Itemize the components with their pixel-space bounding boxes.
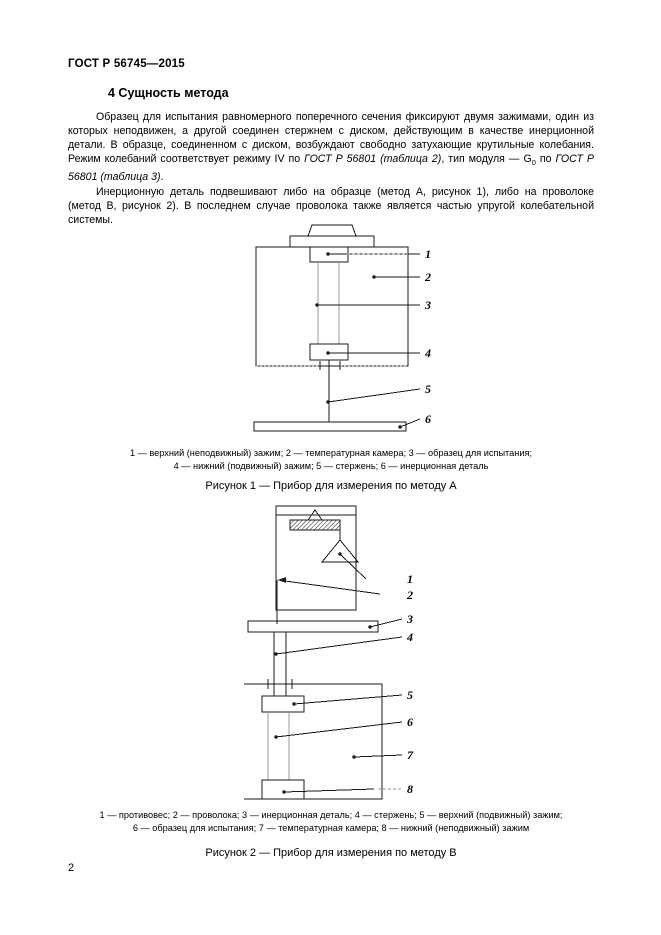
paragraph-1-segment-a: Образец для испытания равномерного попер… bbox=[68, 111, 594, 166]
figure-1-legend-line-2: 4 — нижний (подвижный) зажим; 5 — стерже… bbox=[173, 460, 489, 471]
leader-2-5 bbox=[293, 694, 403, 705]
leader-dot-1 bbox=[326, 252, 330, 256]
inertia-member-disc bbox=[247, 620, 379, 633]
paragraph-1-segment-d: . bbox=[160, 171, 164, 184]
figure-1-leader-dots bbox=[315, 252, 402, 429]
callout-2-7: 7 bbox=[407, 748, 414, 762]
lower-fixed-clamp bbox=[261, 779, 305, 800]
body-text: Образец для испытания равномерного попер… bbox=[68, 110, 594, 227]
figure-2-callout-labels: 1 2 3 4 5 6 7 8 bbox=[406, 572, 414, 796]
leader-dot-6 bbox=[398, 425, 402, 429]
page-number: 2 bbox=[68, 862, 75, 874]
upper-movable-clamp bbox=[261, 695, 305, 713]
figure-2-legend: 1 — противовес; 2 — проволока; 3 — инерц… bbox=[68, 809, 594, 834]
figure-1-svg: 1 2 3 4 5 6 bbox=[253, 224, 431, 432]
figure-1-diagram: 1 2 3 4 5 6 bbox=[232, 222, 457, 438]
leader-6 bbox=[399, 418, 421, 428]
temperature-chamber-2 bbox=[244, 683, 383, 800]
figure-1-callout-labels: 1 2 3 4 5 6 bbox=[424, 247, 431, 426]
leader-dot-4 bbox=[326, 351, 330, 355]
figure-2-legend-line-2: 6 — образец для испытания; 7 — температу… bbox=[132, 822, 530, 833]
callout-2-2: 2 bbox=[406, 588, 413, 602]
counterweight-triangle bbox=[320, 539, 360, 563]
leader-dot-2-7 bbox=[352, 755, 356, 759]
figure-1-title: Рисунок 1 — Прибор для измерения по мето… bbox=[205, 480, 457, 492]
figure-2-leader-dots bbox=[274, 552, 372, 794]
paragraph-1-subscript: 0 bbox=[531, 158, 536, 168]
paragraph-1-reference-2: ГОСТ Р 56801 (таблица 3) bbox=[68, 153, 595, 184]
callout-2-5: 5 bbox=[407, 688, 413, 702]
paragraph-1-segment-c: по bbox=[535, 153, 556, 166]
leader-dot-2-4 bbox=[274, 652, 278, 656]
leader-dot-5 bbox=[326, 400, 330, 404]
callout-5: 5 bbox=[425, 382, 431, 396]
callout-1: 1 bbox=[425, 247, 431, 261]
callout-2: 2 bbox=[424, 270, 431, 284]
leader-2-8 bbox=[283, 788, 375, 793]
leader-5 bbox=[327, 388, 421, 403]
paragraph-1-segment-b: , тип модуля — G bbox=[441, 153, 532, 166]
leader-dot-2-1 bbox=[338, 552, 342, 556]
callout-3: 3 bbox=[424, 298, 431, 312]
standard-header: ГОСТ Р 56745—2015 bbox=[68, 58, 185, 70]
leader-dot-2 bbox=[372, 275, 376, 279]
temperature-chamber bbox=[255, 246, 409, 367]
figure-2-legend-line-1: 1 — противовес; 2 — проволока; 3 — инерц… bbox=[99, 810, 563, 820]
callout-2-3: 3 bbox=[406, 612, 413, 626]
inertia-member bbox=[253, 421, 407, 432]
leader-2-3 bbox=[369, 618, 403, 628]
leader-dot-2-5 bbox=[292, 702, 296, 706]
paragraph-1-reference-1: ГОСТ Р 56801 (таблица 2) bbox=[304, 153, 442, 166]
figure-2-svg: 1 2 3 4 5 6 7 8 bbox=[244, 505, 414, 800]
page-title: 4 Сущность метода bbox=[108, 86, 229, 100]
paragraph-2: Инерционную деталь подвешивают либо на о… bbox=[68, 185, 594, 226]
wire-arrowhead bbox=[278, 577, 286, 583]
callout-2-1: 1 bbox=[407, 572, 413, 586]
figure-1-legend-line-1: 1 — верхний (неподвижный) зажим; 2 — тем… bbox=[129, 448, 533, 458]
support-hook bbox=[307, 509, 323, 521]
callout-2-4: 4 bbox=[406, 630, 413, 644]
leader-dot-2-8 bbox=[282, 790, 286, 794]
hatched-support-block bbox=[289, 519, 341, 531]
figure-1-legend: 1 — верхний (неподвижный) зажим; 2 — тем… bbox=[68, 447, 594, 472]
figure-2-title: Рисунок 2 — Прибор для измерения по мето… bbox=[205, 847, 457, 859]
leader-2-4 bbox=[275, 636, 403, 655]
mount-trapezoid bbox=[307, 224, 357, 237]
leader-2-6 bbox=[275, 721, 403, 738]
upper-support-frame bbox=[275, 505, 357, 611]
leader-dot-2-6 bbox=[274, 735, 278, 739]
callout-4: 4 bbox=[424, 346, 431, 360]
callout-2-8: 8 bbox=[407, 782, 413, 796]
leader-dot-2-3 bbox=[368, 625, 372, 629]
leader-2-1 bbox=[339, 553, 367, 580]
callout-2-6: 6 bbox=[407, 715, 413, 729]
leader-2-2 bbox=[277, 579, 381, 595]
figure-2-diagram: 1 2 3 4 5 6 7 8 bbox=[244, 502, 459, 802]
leader-2-7 bbox=[353, 754, 403, 758]
leader-dot-3 bbox=[315, 303, 319, 307]
callout-6: 6 bbox=[425, 412, 431, 426]
mount-plate bbox=[289, 235, 375, 248]
paragraph-1: Образец для испытания равномерного попер… bbox=[68, 110, 594, 185]
